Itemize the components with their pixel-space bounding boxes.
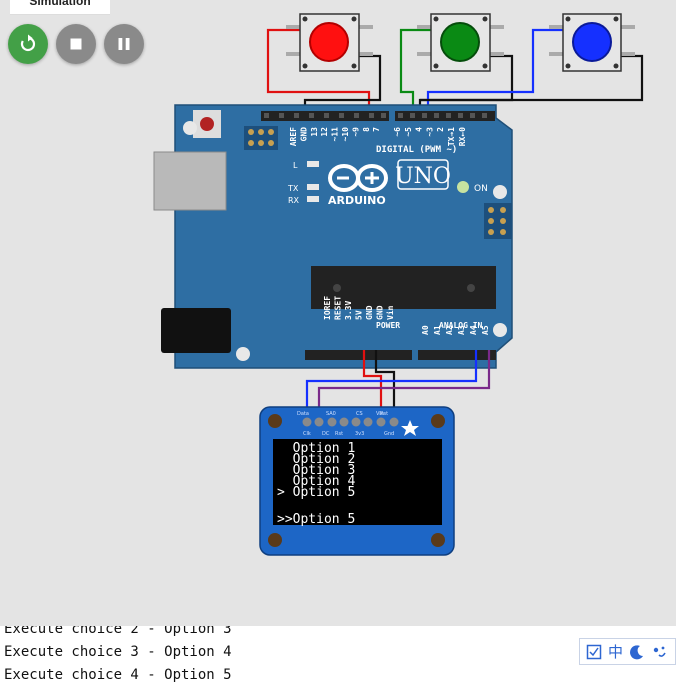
pin-label: 5V <box>355 310 364 320</box>
oled-pin-label-3v3: 3v3 <box>355 431 364 437</box>
pin-label: IOREF <box>323 296 332 320</box>
arduino-board[interactable]: UNO ARDUINO ON L TX RX DIGITAL (PWM ~) P… <box>153 104 513 369</box>
stop-icon <box>70 38 82 50</box>
pin-label: ~11 <box>331 127 340 142</box>
oled-pin-label-rst: Rst <box>380 411 388 417</box>
ime-chinese-mode[interactable]: 中 <box>608 643 624 661</box>
oled-menu-line: Option 4 <box>277 474 355 489</box>
green-push-button[interactable] <box>417 13 504 72</box>
stop-button[interactable] <box>56 24 96 64</box>
microcontroller-chip <box>311 266 496 309</box>
checkbox-icon[interactable] <box>586 644 602 660</box>
board-model: UNO <box>395 164 451 189</box>
oled-footer-line: >>Option 5 <box>277 512 355 527</box>
pin-label: GND <box>365 305 374 320</box>
on-led <box>457 181 469 193</box>
pin-label: 13 <box>310 127 319 137</box>
pin-label: RESET <box>334 296 343 320</box>
pin-label: RX←0 <box>458 127 467 146</box>
oled-menu-line: Option 2 <box>277 452 355 467</box>
side-pins <box>484 203 512 239</box>
board-logo-text: ARDUINO <box>328 194 386 207</box>
oled-pin-label-cs: CS <box>356 411 363 417</box>
pin-label: TX→1 <box>447 127 456 146</box>
rx-led <box>307 196 319 202</box>
analog-header <box>418 350 496 360</box>
tx-led <box>307 184 319 190</box>
console-line: Execute choice 2 - Option 3 <box>4 626 232 637</box>
tx-label: TX <box>287 184 299 193</box>
blue-push-button[interactable] <box>549 13 635 72</box>
restart-icon <box>20 34 36 52</box>
pin-label: AREF <box>289 127 298 146</box>
pin-label: 4 <box>415 127 424 132</box>
pin-label: ~3 <box>425 127 434 137</box>
moon-icon[interactable] <box>629 644 645 660</box>
oled-menu-line-selected: > Option 5 <box>277 485 355 500</box>
pin-label: 3.3V <box>344 301 353 320</box>
usb-port <box>153 151 227 211</box>
restart-button[interactable] <box>8 24 48 64</box>
oled-menu-line: Option 1 <box>277 441 355 456</box>
oled-module[interactable]: Data SA0 CS Rst Clk DC Rst 3v3 Vin Gnd O… <box>259 406 455 556</box>
oled-menu-line: Option 3 <box>277 463 355 478</box>
pause-button[interactable] <box>104 24 144 64</box>
power-jack <box>161 308 231 353</box>
circuit-diagram: UNO ARDUINO ON L TX RX DIGITAL (PWM ~) P… <box>153 13 644 556</box>
oled-pin-label-dc: DC <box>322 431 330 437</box>
simulation-tab[interactable]: Simulation <box>10 0 110 15</box>
console-line: Execute choice 4 - Option 5 <box>4 667 232 683</box>
pin-label: A4 <box>469 325 478 335</box>
oled-pin-label-sa0: SA0 <box>326 411 336 417</box>
oled-wires <box>305 350 491 420</box>
oled-pin-label-rst2: Rst <box>335 431 343 437</box>
analog-label: ANALOG IN <box>439 321 483 330</box>
digital-label: DIGITAL (PWM ~) <box>376 145 457 155</box>
pin-label: ~5 <box>404 127 413 137</box>
pin-label: ~9 <box>351 127 360 137</box>
power-label: POWER <box>376 321 400 330</box>
pin-label: 7 <box>372 127 381 132</box>
l-led <box>307 161 319 167</box>
digital-header-right <box>395 111 495 121</box>
pin-label: GND <box>376 305 385 320</box>
pin-label: A3 <box>457 325 466 335</box>
rx-label: RX <box>288 196 300 205</box>
pin-label: ~10 <box>341 127 350 142</box>
on-label: ON <box>474 184 488 194</box>
header-icsp <box>244 126 278 150</box>
oled-pins <box>302 417 399 427</box>
serial-monitor[interactable]: Execute choice 2 - Option 3 Execute choi… <box>0 626 676 687</box>
star-icon <box>401 420 419 436</box>
power-header <box>305 350 412 360</box>
pin-label: A5 <box>481 325 490 335</box>
pin-label: GND <box>299 127 308 142</box>
red-push-button[interactable] <box>286 13 373 72</box>
pin-label: 12 <box>320 127 329 137</box>
pin-label: ~6 <box>393 127 402 137</box>
oled-menu: Option 1 Option 2 Option 3 Option 4 > Op… <box>277 441 355 527</box>
arduino-logo-icon <box>328 164 388 192</box>
oled-pin-label-clk: Clk <box>303 431 311 437</box>
pause-icon <box>118 38 130 50</box>
oled-pin-label-data: Data <box>297 411 309 417</box>
oled-screen <box>273 439 442 525</box>
pin-label: A0 <box>421 325 430 335</box>
pin-label: Vin <box>385 305 395 320</box>
pin-label: 8 <box>362 127 371 132</box>
pin-label: A2 <box>445 325 454 335</box>
oled-pin-label-vin: Vin <box>376 411 384 417</box>
ime-toolbar[interactable]: 中 <box>579 638 676 665</box>
l-label: L <box>293 161 298 170</box>
pin-label: A1 <box>433 325 442 335</box>
pin-label: 2 <box>436 127 445 132</box>
settings-icon[interactable] <box>651 644 667 660</box>
oled-pin-label-gnd: Gnd <box>384 431 394 437</box>
console-line: Execute choice 3 - Option 4 <box>4 644 232 660</box>
